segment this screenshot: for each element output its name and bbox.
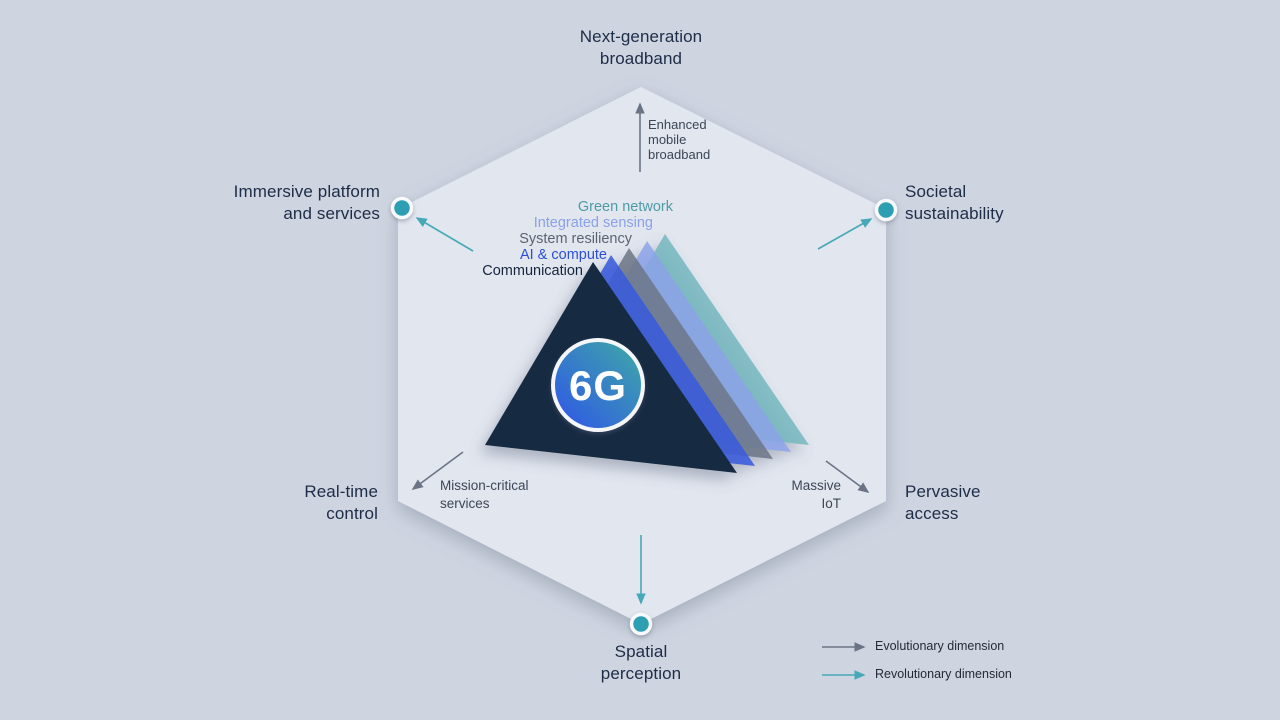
label-enhanced-mobile-broadband: Enhanced mobile broadband bbox=[648, 117, 711, 162]
layer-label-ai-compute: AI & compute bbox=[520, 247, 607, 263]
label-pervasive-access: Pervasive access bbox=[905, 482, 981, 523]
layer-label-green-network: Green network bbox=[578, 199, 674, 215]
label-societal-sustainability: Societal sustainability bbox=[905, 182, 1004, 223]
layer-label-communication: Communication bbox=[482, 263, 583, 279]
revolutionary-arrows bbox=[415, 217, 873, 605]
arrow-immersive-platform bbox=[415, 217, 474, 252]
dot-spatial-perception bbox=[629, 612, 653, 636]
arrow-mission-critical-services bbox=[411, 451, 464, 490]
label-massive-iot: Massive IoT bbox=[791, 478, 841, 511]
layer-labels: Green network Integrated sensing System … bbox=[482, 199, 673, 279]
label-mission-critical-services: Mission-critical services bbox=[440, 478, 529, 511]
label-spatial-perception: Spatial perception bbox=[600, 642, 682, 683]
dot-societal-sustainability bbox=[874, 198, 898, 222]
legend-revolutionary-label: Revolutionary dimension bbox=[875, 667, 1012, 681]
evolutionary-arrows bbox=[411, 102, 870, 493]
label-immersive-platform-and-services: Immersive platform and services bbox=[233, 182, 380, 223]
dot-immersive-platform bbox=[390, 196, 414, 220]
legend-evolutionary-label: Evolutionary dimension bbox=[875, 639, 1005, 653]
legend-arrows bbox=[822, 642, 866, 680]
label-next-generation-broadband: Next-generation broadband bbox=[579, 27, 703, 68]
layer-label-integrated-sensing: Integrated sensing bbox=[534, 215, 653, 231]
6g-badge-circle bbox=[551, 338, 645, 432]
vertex-dots bbox=[390, 196, 898, 636]
arrow-massive-iot bbox=[825, 460, 870, 493]
label-real-time-control: Real-time control bbox=[304, 482, 378, 523]
arrow-societal-sustainability bbox=[817, 218, 873, 250]
layer-label-system-resiliency: System resiliency bbox=[519, 231, 633, 247]
6g-badge-label: 6G bbox=[569, 362, 627, 409]
